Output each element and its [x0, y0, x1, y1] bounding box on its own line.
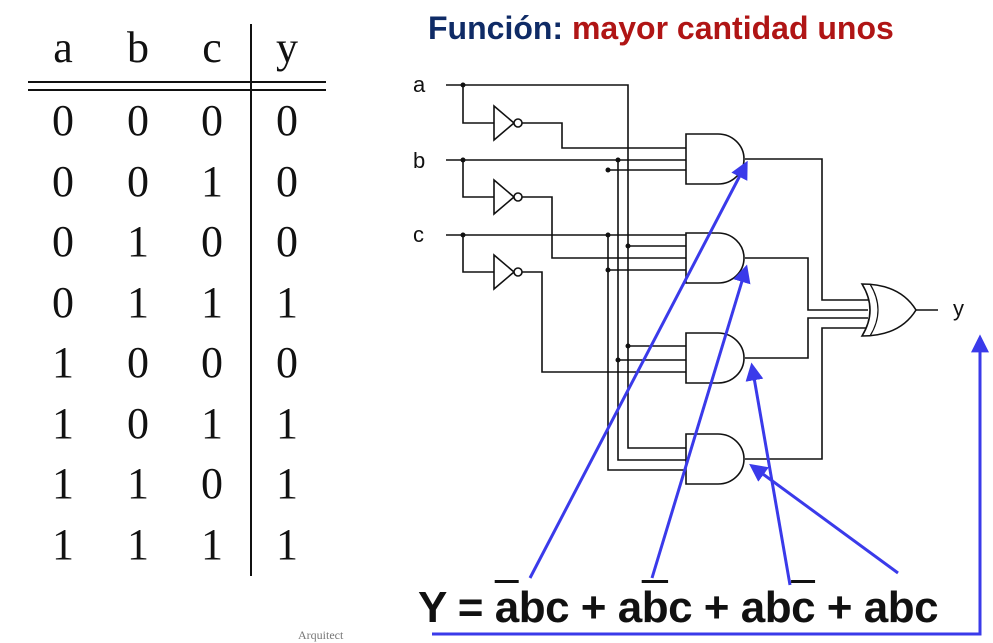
wire-b-to-not: [462, 160, 494, 198]
truth-cell: 1: [52, 519, 74, 569]
not-gate-c: [493, 253, 523, 291]
truth-cell: 1: [127, 519, 149, 569]
truth-cell: 0: [127, 156, 149, 206]
wire-c-to-not: [462, 235, 494, 273]
header-rule-bottom: [28, 89, 326, 91]
tap-b: [617, 160, 686, 461]
truth-cell: 1: [127, 277, 149, 327]
boolean-equation: Y = abc + abc + abc + abc: [418, 583, 939, 633]
truth-cell: 1: [201, 156, 223, 206]
truth-cell: 0: [52, 217, 74, 266]
wire-and1-or: [745, 158, 868, 301]
truth-cell: 1: [276, 277, 298, 327]
truth-cell: 1: [127, 459, 149, 508]
wire-a-to-not: [462, 85, 494, 124]
term2-pre: a: [617, 583, 642, 632]
header-b: b: [127, 23, 149, 72]
and-gate-4: [685, 433, 745, 485]
truth-cell: 1: [276, 398, 298, 448]
truth-cell: 0: [201, 459, 223, 508]
truth-cell: 1: [201, 398, 223, 448]
arrow-output: [432, 334, 989, 636]
plus-3: +: [815, 583, 864, 632]
truth-cell: 0: [52, 277, 74, 327]
and-gate-2: [685, 232, 745, 284]
title-prefix: Función:: [428, 10, 564, 46]
truth-cell: 0: [52, 156, 74, 206]
truth-cell: 0: [276, 156, 298, 206]
footer-text: Arquitect: [298, 628, 344, 642]
truth-cell: 1: [52, 338, 74, 387]
truth-cell: 0: [127, 338, 149, 387]
and-gate-1: [685, 133, 745, 185]
truth-cell: 1: [276, 459, 298, 508]
title-highlight: mayor cantidad unos: [571, 10, 894, 46]
arrow-term1: [528, 160, 748, 579]
truth-cell: 1: [201, 277, 223, 327]
header-y: y: [276, 23, 298, 72]
not-gate-a: [493, 104, 523, 142]
wire-and3-or: [745, 317, 868, 359]
truth-cell: 0: [127, 398, 149, 448]
wire-nota: [522, 122, 686, 149]
truth-cell: 1: [127, 217, 149, 266]
output-label-y: y: [953, 296, 964, 321]
truth-cell: 0: [276, 217, 298, 266]
truth-cell: 0: [201, 217, 223, 266]
truth-cell: 0: [201, 338, 223, 387]
term2-rest: c: [668, 583, 693, 632]
input-label-a: a: [413, 72, 426, 97]
truth-cell: 1: [52, 459, 74, 508]
term2-over: b: [641, 583, 669, 632]
arrow-term4: [749, 463, 899, 575]
term3-over: c: [791, 583, 816, 632]
equation-lead: Y =: [418, 583, 495, 632]
truth-cell: 0: [276, 338, 298, 387]
truth-table: a b c y 0 0 0 0 0 0 1 0 0 1 0 0 0 1 1 1 1 0 0 0 1 0 1 1 1 1 0 1 1 1 1 1: [0, 0, 340, 600]
or-gate: [860, 283, 917, 337]
wire-and2-or: [745, 257, 868, 311]
truth-cell: 0: [276, 96, 298, 145]
tap-c: [607, 235, 686, 471]
diagram-title: Función: mayor cantidad unos: [428, 10, 894, 47]
wire-notc: [522, 271, 686, 373]
truth-cell: 1: [52, 398, 74, 448]
output-separator: [250, 24, 252, 576]
plus-1: +: [569, 583, 618, 632]
plus-2: +: [692, 583, 741, 632]
wire-a: [446, 84, 686, 449]
header-c: c: [202, 23, 222, 72]
arrow-term2: [650, 264, 751, 579]
truth-cell: 1: [201, 519, 223, 569]
arrow-term3: [745, 362, 792, 586]
term1-over: a: [494, 583, 519, 632]
input-label-b: b: [413, 148, 426, 173]
term3-pre: ab: [740, 583, 792, 632]
input-label-c: c: [413, 222, 424, 247]
truth-cell: 0: [201, 96, 223, 145]
term4-pre: abc: [863, 583, 939, 632]
and-gate-3: [685, 332, 745, 384]
truth-cell: 1: [276, 519, 298, 569]
term1-rest: bc: [518, 583, 570, 632]
truth-cell: 0: [127, 96, 149, 145]
wire-notb: [522, 196, 686, 259]
not-gate-b: [493, 178, 523, 216]
header-rule-top: [28, 81, 326, 83]
truth-cell: 0: [52, 96, 74, 145]
wire-and4-or: [745, 327, 868, 460]
header-a: a: [53, 23, 73, 72]
